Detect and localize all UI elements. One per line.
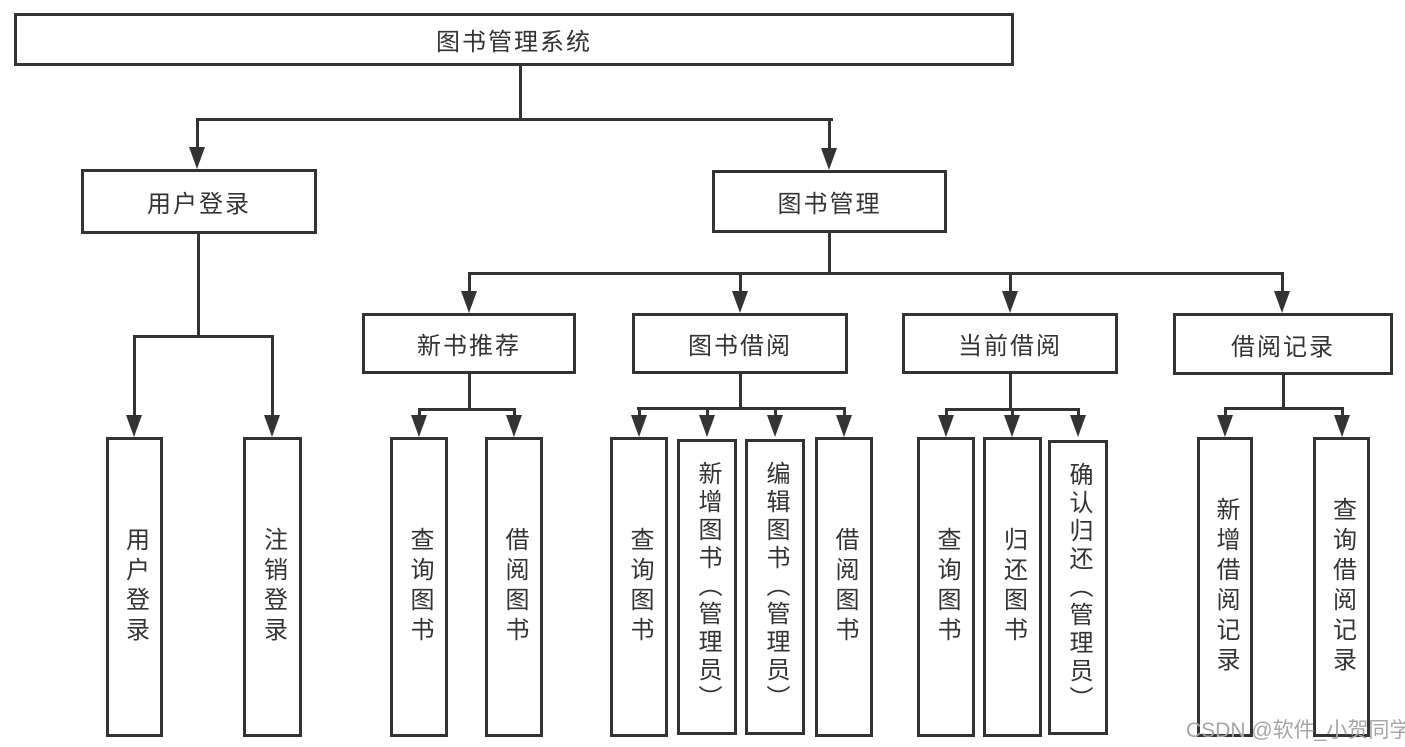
leaf-confirm-return-admin-label: 确认归还（管理员） — [1065, 461, 1092, 714]
node-book-borrow-label: 图书借阅 — [688, 333, 792, 360]
arrow-down-icon — [767, 415, 783, 437]
node-user-login-label: 用户登录 — [147, 191, 251, 218]
connector-level2-bar — [196, 118, 833, 121]
arrow-down-icon — [506, 415, 522, 437]
connector-root-stem — [519, 66, 522, 119]
arrow-down-icon — [631, 415, 647, 437]
leaf-confirm-return-admin: 确认归还（管理员） — [1048, 440, 1108, 735]
connector-borrow-bar — [637, 407, 845, 410]
arrow-down-icon — [699, 415, 715, 437]
leaf-query-borrow-record: 查询借阅记录 — [1313, 437, 1370, 737]
leaf-rec-query-book-label: 查询图书 — [406, 527, 433, 647]
connector-records-bar — [1224, 407, 1343, 410]
connector-level3-bar — [469, 272, 1283, 275]
node-book-mgmt-label: 图书管理 — [777, 191, 882, 218]
leaf-add-book-admin: 新增图书（管理员） — [677, 439, 737, 735]
connector-drop — [418, 408, 421, 415]
leaf-query-borrow-record-label: 查询借阅记录 — [1328, 497, 1356, 677]
connector-drop-login — [133, 335, 136, 415]
arrow-down-icon — [461, 291, 477, 313]
node-borrow-records: 借阅记录 — [1173, 313, 1393, 375]
connector-drop — [1077, 408, 1080, 415]
connector-drop — [638, 407, 641, 415]
connector-drop-logout — [271, 335, 274, 415]
leaf-borrow-query-book: 查询图书 — [610, 437, 668, 737]
leaf-add-borrow-record: 新增借阅记录 — [1197, 437, 1253, 737]
leaf-borrow-book: 借阅图书 — [815, 437, 873, 737]
node-book-borrow: 图书借阅 — [632, 313, 848, 374]
leaf-user-login-label: 用户登录 — [121, 527, 149, 647]
connector-drop — [1011, 408, 1014, 415]
arrow-down-icon — [189, 147, 205, 169]
arrow-down-icon — [821, 148, 837, 170]
arrow-down-icon — [126, 415, 142, 437]
connector-drop-new-rec — [468, 272, 471, 291]
connector-drop — [513, 408, 516, 415]
connector-drop-current — [1009, 272, 1012, 291]
leaf-rec-borrow-book-label: 借阅图书 — [501, 527, 528, 647]
leaf-return-book: 归还图书 — [983, 437, 1042, 737]
connector-new-rec-bar — [418, 408, 516, 411]
arrow-down-icon — [1217, 415, 1233, 437]
connector-drop — [774, 407, 777, 415]
arrow-down-icon — [1004, 415, 1020, 437]
connector-drop-user-login — [196, 118, 199, 147]
leaf-cur-query-book-label: 查询图书 — [933, 527, 960, 647]
node-borrow-records-label: 借阅记录 — [1231, 333, 1335, 361]
connector-records-stem — [1282, 375, 1285, 407]
arrow-down-icon — [836, 415, 852, 437]
leaf-logout-label: 注销登录 — [259, 527, 287, 647]
arrow-down-icon — [1070, 415, 1086, 437]
connector-drop-records — [1281, 272, 1284, 291]
connector-book-mgmt-stem — [828, 233, 831, 272]
arrow-down-icon — [938, 415, 954, 437]
leaf-edit-book-admin: 编辑图书（管理员） — [745, 439, 805, 735]
arrow-down-icon — [411, 415, 427, 437]
leaf-logout: 注销登录 — [243, 437, 302, 737]
node-current-borrow: 当前借阅 — [902, 313, 1118, 374]
node-user-login: 用户登录 — [81, 169, 317, 234]
connector-drop-book-mgmt — [828, 118, 831, 148]
connector-borrow-stem — [739, 374, 742, 407]
connector-drop-borrow — [739, 272, 742, 291]
leaf-return-book-label: 归还图书 — [999, 527, 1027, 647]
node-root-label: 图书管理系统 — [436, 29, 592, 56]
connector-drop — [945, 408, 948, 415]
leaf-rec-borrow-book: 借阅图书 — [485, 437, 543, 737]
csdn-watermark: CSDN @软件_小贺同学 — [1186, 719, 1405, 742]
node-current-borrow-label: 当前借阅 — [958, 333, 1062, 360]
node-new-book-rec-label: 新书推荐 — [417, 333, 521, 360]
connector-drop — [1341, 407, 1344, 415]
connector-drop — [1224, 407, 1227, 415]
node-new-book-rec: 新书推荐 — [362, 313, 576, 374]
leaf-cur-query-book: 查询图书 — [917, 437, 975, 737]
connector-drop — [706, 407, 709, 415]
connector-user-login-stem — [197, 234, 200, 335]
leaf-borrow-book-label: 借阅图书 — [831, 527, 858, 647]
connector-user-login-bar — [133, 335, 274, 338]
leaf-borrow-query-book-label: 查询图书 — [626, 527, 653, 647]
node-root: 图书管理系统 — [14, 13, 1014, 66]
leaf-user-login: 用户登录 — [106, 437, 163, 737]
arrow-down-icon — [1334, 415, 1350, 437]
leaf-add-book-admin-label: 新增图书（管理员） — [694, 461, 721, 713]
leaf-rec-query-book: 查询图书 — [390, 437, 448, 737]
node-book-mgmt: 图书管理 — [712, 170, 947, 233]
leaf-add-borrow-record-label: 新增借阅记录 — [1212, 497, 1239, 677]
connector-new-rec-stem — [468, 374, 471, 408]
connector-drop — [843, 407, 846, 415]
connector-current-stem — [1009, 374, 1012, 408]
arrow-down-icon — [732, 291, 748, 313]
arrow-down-icon — [1002, 291, 1018, 313]
arrow-down-icon — [264, 415, 280, 437]
leaf-edit-book-admin-label: 编辑图书（管理员） — [762, 461, 789, 713]
arrow-down-icon — [1274, 291, 1290, 313]
